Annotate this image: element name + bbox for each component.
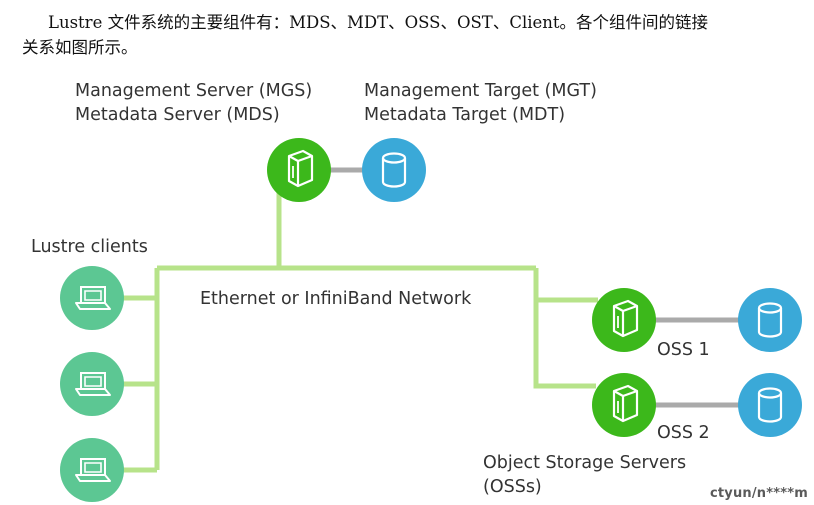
ost-2-storage-node bbox=[738, 373, 802, 437]
client-node-1 bbox=[60, 266, 124, 330]
oss-2-label: OSS 2 bbox=[657, 423, 710, 443]
mds-server-node bbox=[267, 138, 331, 202]
mdt-storage-node bbox=[362, 138, 426, 202]
storage-links bbox=[330, 167, 740, 408]
mds-label: Metadata Server (MDS) bbox=[75, 105, 280, 125]
network-lines bbox=[123, 190, 598, 473]
mgt-label: Management Target (MGT) bbox=[364, 81, 597, 101]
oss-group-label-2: (OSSs) bbox=[483, 477, 542, 497]
client-node-3 bbox=[60, 438, 124, 502]
mgs-label: Management Server (MGS) bbox=[75, 81, 313, 101]
client-node-2 bbox=[60, 352, 124, 416]
ost-1-storage-node bbox=[738, 288, 802, 352]
oss-1-server-node bbox=[592, 288, 656, 352]
network-label: Ethernet or InfiniBand Network bbox=[200, 289, 472, 309]
oss-group-label-1: Object Storage Servers bbox=[483, 453, 687, 473]
oss-2-link bbox=[533, 300, 596, 389]
clients-label: Lustre clients bbox=[31, 237, 148, 257]
intro-line-2: 关系如图所示。 bbox=[22, 38, 138, 57]
oss-2-server-node bbox=[592, 373, 656, 437]
oss-1-label: OSS 1 bbox=[657, 340, 710, 360]
oss-1-link bbox=[533, 268, 598, 303]
mdt-label: Metadata Target (MDT) bbox=[364, 105, 566, 125]
intro-line-1: Lustre 文件系统的主要组件有：MDS、MDT、OSS、OST、Client… bbox=[48, 13, 709, 32]
watermark: ctyun/n****m bbox=[709, 486, 808, 501]
intro-text: Lustre 文件系统的主要组件有：MDS、MDT、OSS、OST、Client… bbox=[22, 10, 812, 60]
